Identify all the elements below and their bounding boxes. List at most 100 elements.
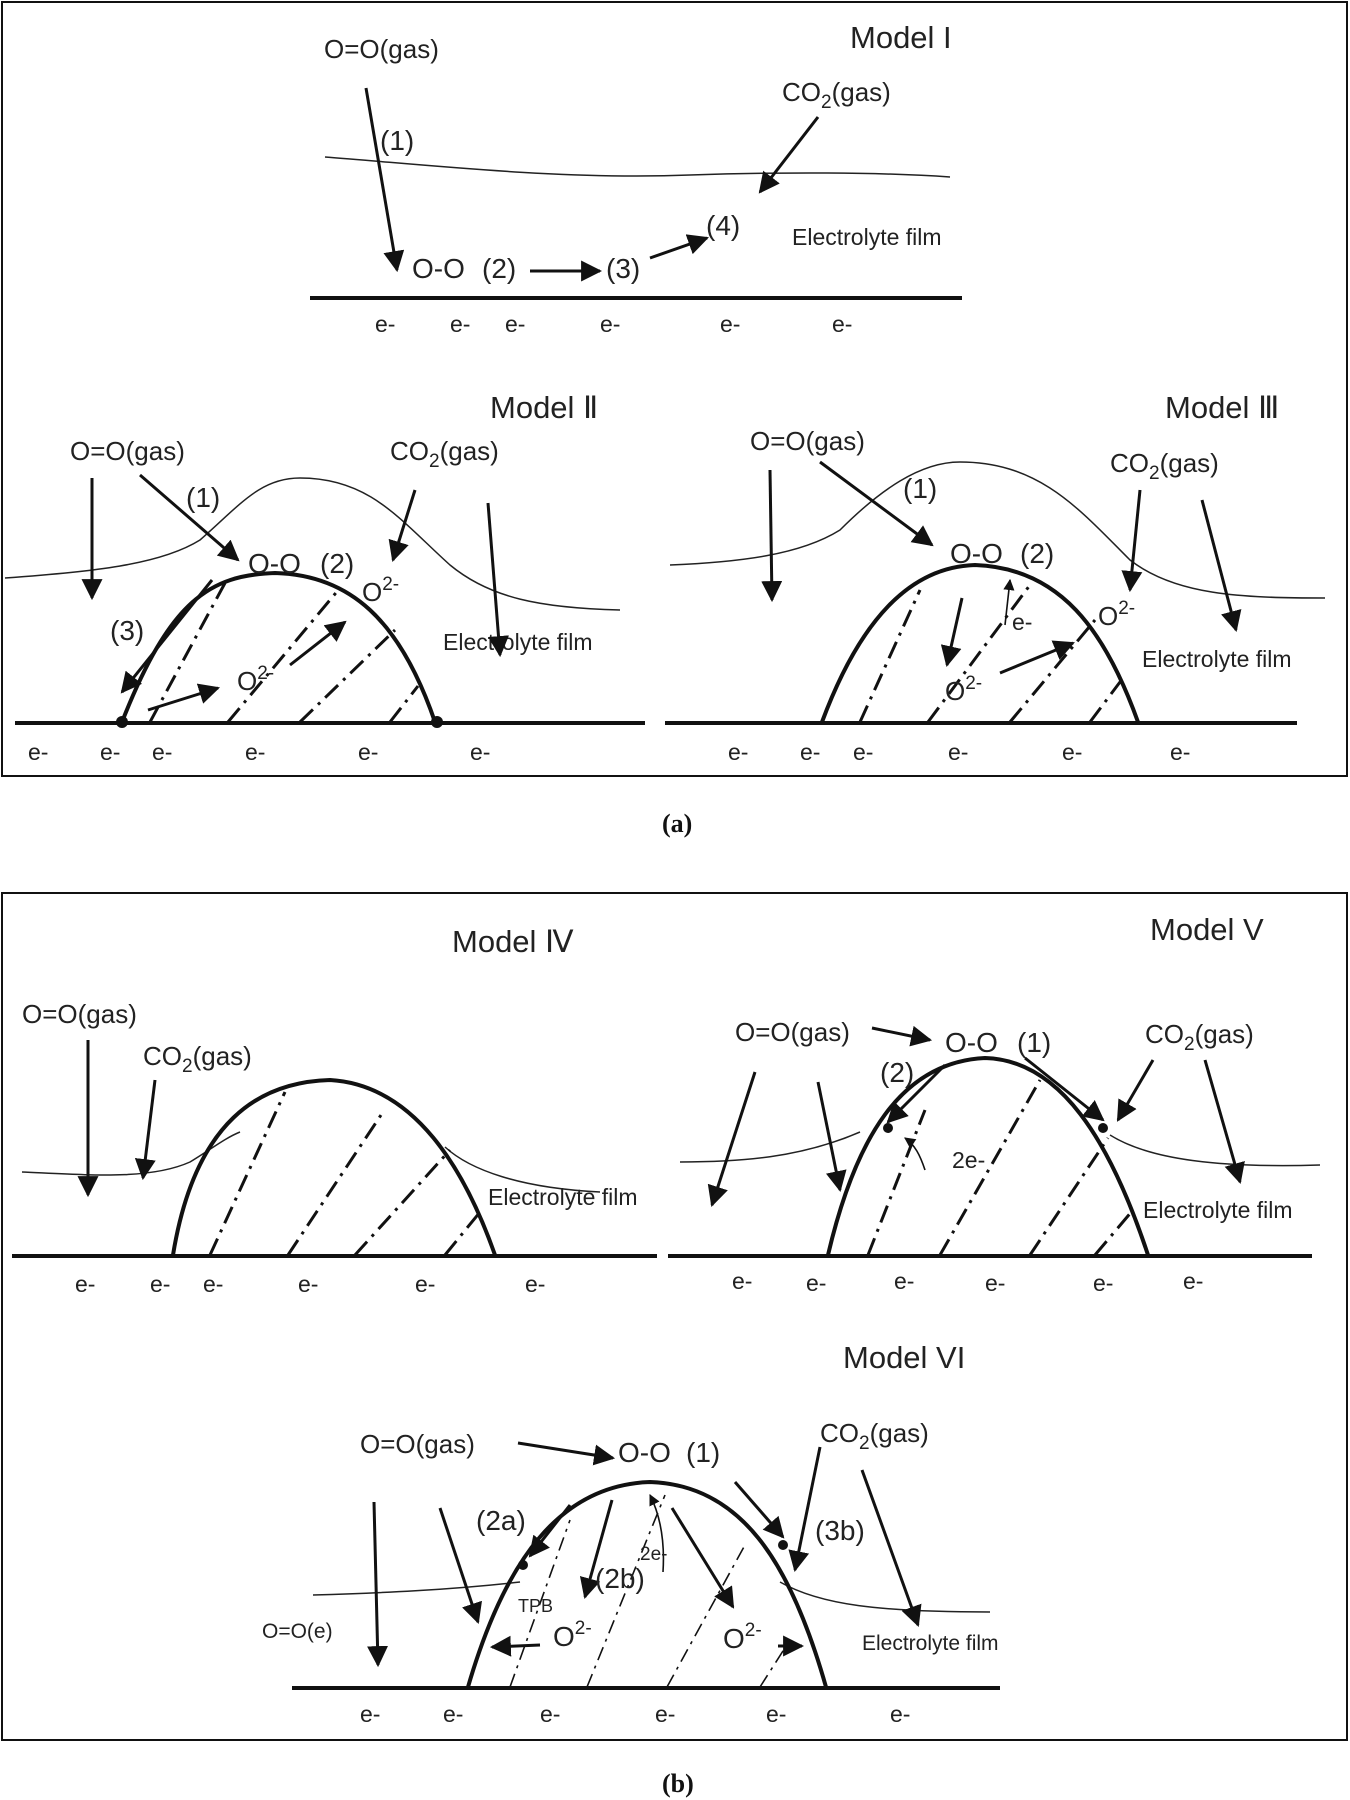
model-1-step-4: (4) [706, 210, 740, 241]
model-1-film-label: Electrolyte film [792, 224, 942, 250]
electron-label: e- [203, 1271, 223, 1297]
model-2-oo: O-O [248, 548, 301, 579]
model-1-electrons: e- e- e- e- e- e- [375, 311, 852, 337]
model-4-grain-boundary [286, 1111, 385, 1256]
model-2-arrow-film [486, 502, 509, 658]
model-4-grain-boundary [208, 1091, 287, 1256]
model-2-o2minus-top: O2- [362, 574, 399, 607]
model-5-grain-boundary [938, 1079, 1042, 1256]
model-1: Model I O=O(gas) CO2(gas) Electrolyte fi… [310, 20, 962, 337]
model-1-step-1: (1) [380, 125, 414, 156]
model-1-arrow-o2-down [364, 87, 405, 273]
panel-a-frame [1, 1, 1348, 777]
model-3-arrow-film [1200, 499, 1242, 633]
model-3-grain-boundary [1088, 677, 1125, 723]
model-3-step-2: (2) [1020, 538, 1054, 569]
panel-a: Model I O=O(gas) CO2(gas) Electrolyte fi… [1, 1, 1348, 777]
electron-label: e- [728, 739, 748, 765]
model-4-o2-gas-label: O=O(gas) [22, 999, 137, 1029]
model-5-arrow-surface-diffusion-left [886, 1063, 947, 1124]
electron-label: e- [298, 1271, 318, 1297]
electron-label: e- [150, 1271, 170, 1297]
model-4-grain-boundary [443, 1211, 482, 1256]
model-3: Model Ⅲ O=O(gas) CO2(gas) Electrolyte fi… [665, 390, 1326, 765]
electron-label: e- [100, 739, 120, 765]
model-4-electrolyte-film [21, 1131, 601, 1193]
model-6-two-electron: 2e- [640, 1544, 667, 1565]
model-2-step-3: (3) [110, 615, 144, 646]
model-1-step-2: (2) [482, 253, 516, 284]
model-6-arrow-into-bulk [670, 1507, 735, 1609]
model-6-tpb-label: TPB [518, 1596, 553, 1616]
model-3-arrow-into-bulk [940, 597, 964, 668]
model-1-title: Model I [850, 20, 952, 55]
electron-label: e- [245, 739, 265, 765]
model-5-arrow-two-electron [904, 1137, 926, 1171]
model-6-arrow-two-electron [649, 1493, 665, 1573]
model-6-electrolyte-film [312, 1581, 991, 1613]
model-6-grain-boundary [759, 1639, 791, 1688]
model-4-film-label: Electrolyte film [488, 1184, 638, 1210]
electron-label: e- [985, 1270, 1005, 1296]
model-3-grain-boundary [1008, 619, 1097, 723]
model-6-step-1: (1) [686, 1437, 720, 1468]
model-6-step-2a: (2a) [476, 1505, 526, 1536]
panel-a-caption: (a) [662, 809, 692, 838]
model-3-arrow-bulk [999, 640, 1075, 675]
electron-label: e- [806, 1270, 826, 1296]
model-2-step-1: (1) [186, 482, 220, 513]
model-2-arrow-co2 [388, 489, 417, 563]
model-2-grain-boundary [226, 587, 342, 723]
model-6-arrow-film [860, 1469, 922, 1627]
model-5-electrolyte-film [679, 1131, 1321, 1167]
electron-label: e- [360, 1701, 380, 1727]
model-5-step-1: (1) [1017, 1027, 1051, 1058]
electron-label: e- [766, 1701, 786, 1727]
model-4-arrow-co2 [134, 1079, 157, 1181]
model-3-arrow-o2-to-surface [819, 460, 934, 547]
model-5-arrow-o2-down-left [707, 1071, 757, 1207]
model-1-co2-gas-label: CO2(gas) [782, 77, 891, 113]
electron-label: e- [415, 1271, 435, 1297]
electron-label: e- [1093, 1270, 1113, 1296]
model-2-co2-gas-label: CO2(gas) [390, 436, 499, 472]
electron-label: e- [894, 1268, 914, 1294]
model-3-arrow-o2-down [761, 469, 783, 603]
model-3-particle [820, 562, 1140, 723]
model-6-grain-boundary [509, 1519, 571, 1688]
electron-label: e- [655, 1701, 675, 1727]
electron-label: e- [853, 739, 873, 765]
model-2-arrow-o2-to-surface [139, 473, 240, 562]
model-4-co2-gas-label: CO2(gas) [143, 1041, 252, 1077]
model-3-step-1: (1) [903, 473, 937, 504]
model-6-tpb-right-dot [778, 1540, 788, 1550]
electron-label: e- [1062, 739, 1082, 765]
model-2-arrow-bulk-2 [289, 620, 347, 667]
electron-label: e- [28, 739, 48, 765]
electron-label: e- [540, 1701, 560, 1727]
model-6-o2minus-left: O2- [553, 1618, 592, 1652]
electron-label: e- [832, 311, 852, 337]
model-5-tpb-right-dot [1098, 1123, 1108, 1133]
model-2-arrow-bulk-1 [147, 683, 221, 712]
model-1-o2-gas-label: O=O(gas) [324, 34, 439, 64]
model-5-o2-gas-label: O=O(gas) [735, 1017, 850, 1047]
model-5-grain-boundary [1028, 1137, 1110, 1256]
model-6-step-2b: (2b) [595, 1563, 645, 1594]
electron-label: e- [358, 739, 378, 765]
model-6-step-3b: (3b) [815, 1515, 865, 1546]
model-6-grain-boundary [586, 1494, 666, 1688]
model-3-electrolyte-film [669, 461, 1326, 599]
model-3-o2minus-top: O2- [1098, 598, 1135, 631]
model-6: Model VI O=O(gas) O-O (1) CO2(gas) Elect… [262, 1340, 1000, 1727]
model-6-arrow-o2-to-tpb [438, 1507, 482, 1624]
model-1-arrow-co2 [758, 116, 820, 194]
electron-label: e- [525, 1271, 545, 1297]
model-1-electrolyte-film [324, 156, 951, 178]
model-5-two-electron: 2e- [952, 1147, 985, 1173]
model-3-electron-inner: e- [1012, 609, 1032, 635]
electron-label: e- [1170, 739, 1190, 765]
model-5-title: Model V [1150, 912, 1264, 947]
model-1-step-3: (3) [606, 253, 640, 284]
